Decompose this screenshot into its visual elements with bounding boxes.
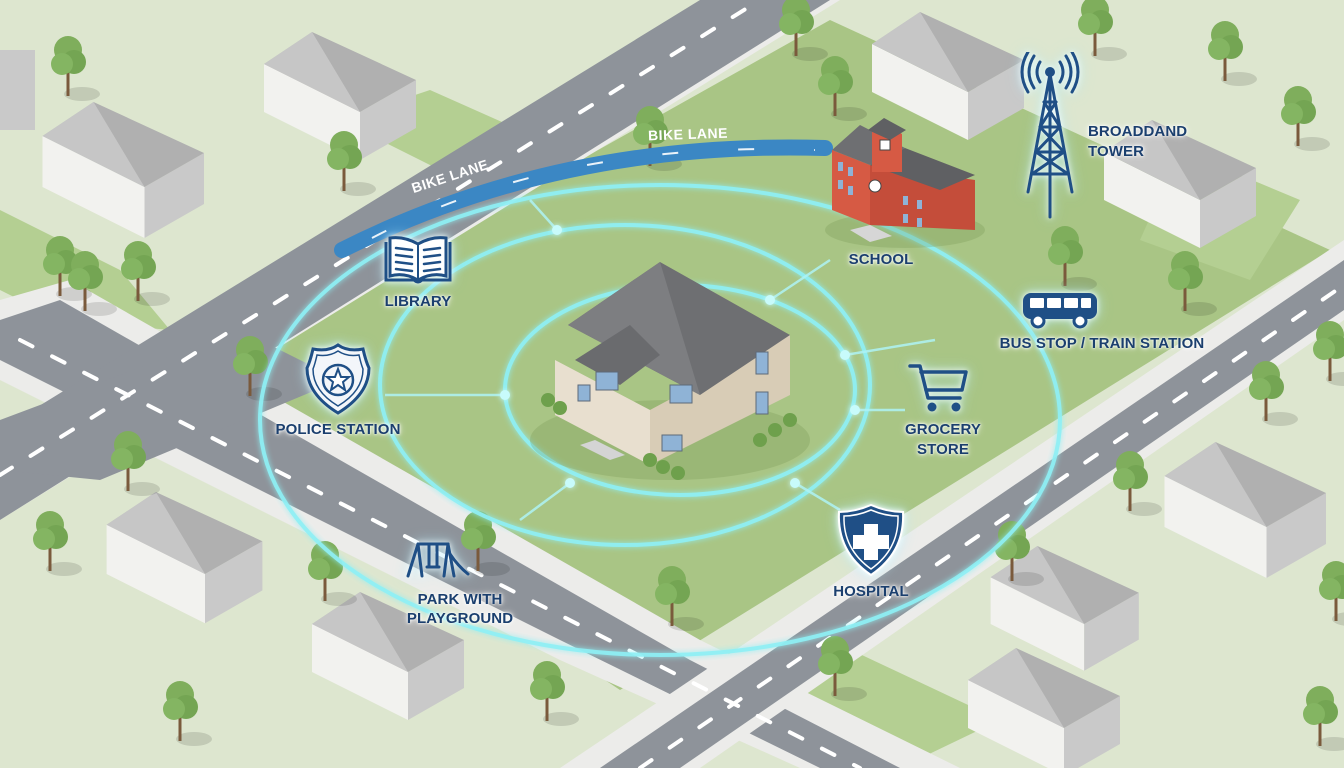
shopping-cart-icon	[908, 364, 968, 412]
poi-hospital-label: HOSPITAL	[833, 583, 909, 600]
poi-grocery-store[interactable]: GROCERY STORE	[898, 362, 988, 460]
poi-hospital[interactable]: HOSPITAL	[824, 502, 918, 602]
police-badge-icon	[305, 343, 371, 415]
poi-broadband-tower[interactable]: BROADDAND TOWER	[1018, 52, 1188, 219]
poi-grocery-label-line2: STORE	[917, 441, 969, 458]
poi-grocery-label-line1: GROCERY	[905, 421, 981, 438]
poi-bus-train-label: BUS STOP / TRAIN STATION	[999, 335, 1205, 352]
poi-bus-train-station[interactable]: BUS STOP / TRAIN STATION	[990, 290, 1214, 354]
poi-library-label: LIBRARY	[384, 293, 452, 310]
poi-park-label-line1: PARK WITH	[417, 591, 503, 608]
poi-police-station-label: POLICE STATION	[275, 421, 401, 438]
poi-park-playground[interactable]: PARK WITH PLAYGROUND	[396, 540, 524, 628]
poi-school-label: SCHOOL	[848, 251, 914, 268]
bike-lane-label-2: BIKE LANE	[647, 124, 729, 144]
antenna-tower-icon	[1020, 52, 1080, 219]
school-building-icon	[825, 118, 985, 248]
house-icon	[530, 262, 810, 480]
bus-icon	[1023, 293, 1097, 329]
swing-set-icon	[406, 542, 470, 578]
poi-police-station[interactable]: POLICE STATION	[268, 342, 408, 440]
poi-park-label-line2: PLAYGROUND	[406, 610, 514, 627]
open-book-icon	[384, 236, 452, 284]
poi-broadband-label-line1: BROADDAND	[1088, 123, 1188, 140]
poi-school[interactable]: SCHOOL	[838, 250, 924, 270]
medical-shield-icon	[837, 503, 905, 577]
poi-library[interactable]: LIBRARY	[378, 234, 458, 312]
poi-broadband-label-line2: TOWER	[1088, 143, 1145, 160]
